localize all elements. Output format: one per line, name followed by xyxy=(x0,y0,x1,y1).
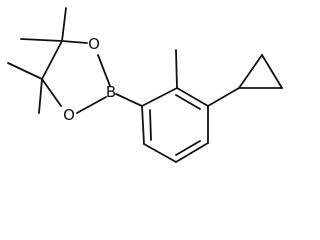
bond-o-lower-to-quaternary-carbon xyxy=(41,78,62,107)
benzene-double-bond-inner-3 xyxy=(149,109,152,141)
bond-lines xyxy=(7,7,283,163)
atom-labels: O O B xyxy=(63,35,116,124)
cyclopropyl-bond-1 xyxy=(238,54,263,89)
bond-aryl-to-cyclopropyl xyxy=(207,87,240,107)
methyl-lower-bottom xyxy=(38,78,43,114)
benzene-double-bond-inner-2 xyxy=(175,140,201,156)
benzene-bond-6 xyxy=(141,105,145,145)
bond-quaternary-carbon-to-o-upper xyxy=(61,40,88,44)
methyl-upper-top xyxy=(61,7,67,42)
cyclopropyl-bond-2 xyxy=(261,54,283,89)
methyl-lower-left xyxy=(7,62,43,80)
benzene-double-bond-inner-1 xyxy=(175,94,201,110)
bond-boron-to-aryl-carbon xyxy=(115,93,143,107)
benzene-bond-1 xyxy=(141,87,178,107)
oxygen-label-upper: O xyxy=(88,35,100,53)
boron-label: B xyxy=(106,83,116,101)
bond-o-upper-to-boron xyxy=(97,54,111,87)
bond-quaternary-carbons xyxy=(41,40,63,80)
aryl-methyl xyxy=(175,49,178,89)
oxygen-label-lower: O xyxy=(63,106,75,124)
methyl-upper-left xyxy=(20,38,63,42)
benzene-bond-4 xyxy=(175,142,209,163)
bond-boron-to-o-lower xyxy=(76,96,107,114)
benzene-bond-5 xyxy=(143,143,177,163)
benzene-bond-2 xyxy=(176,87,209,107)
molecular-structure-diagram: O O B xyxy=(7,7,283,163)
